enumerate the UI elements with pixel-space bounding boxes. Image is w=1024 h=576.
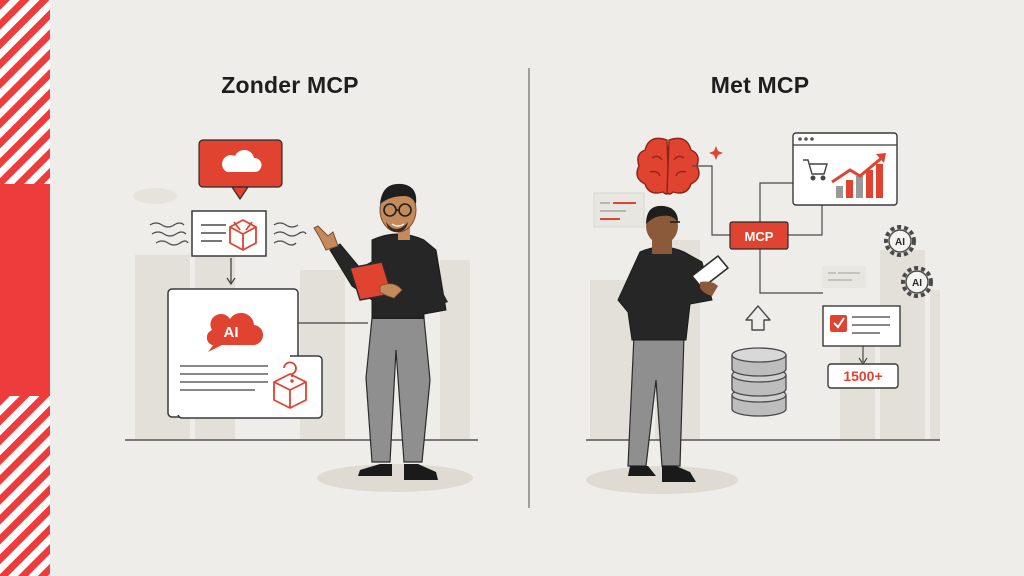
gear-label-2: AI [912, 278, 922, 289]
note-card [822, 266, 866, 288]
decorative-side-strip [0, 0, 50, 576]
cloud-speech-bubble [198, 139, 283, 200]
checkmark-icon [833, 317, 845, 329]
question-box-icon [273, 361, 307, 409]
connector-lines [692, 165, 864, 362]
ai-badge-label: AI [224, 324, 239, 341]
ai-cloud-badge: AI [206, 312, 264, 352]
right-panel-title: Met MCP [710, 72, 810, 98]
gear-icon: AI [901, 266, 933, 298]
count-badge: 1500+ [827, 363, 899, 389]
broken-box-icon [229, 219, 257, 251]
sparkle-icon [709, 146, 723, 160]
mcp-label: MCP [745, 229, 774, 244]
left-floor-shadow [317, 464, 473, 492]
gear-label-1: AI [895, 237, 905, 248]
gear-icon: AI [884, 225, 916, 257]
confusion-squiggle-icon [149, 222, 307, 246]
brain-icon [636, 137, 700, 195]
growth-chart-icon [831, 153, 886, 198]
ai-document-panel: AI [167, 288, 368, 419]
tablet-icon [691, 255, 729, 289]
count-label: 1500+ [843, 368, 882, 384]
code-document-card [593, 192, 645, 228]
checklist-card [822, 305, 901, 347]
person-with-mcp [617, 205, 729, 482]
shopping-cart-icon [803, 159, 828, 181]
mcp-box: MCP [729, 221, 789, 250]
database-icon [731, 347, 787, 417]
text-lines [180, 365, 268, 391]
browser-window [792, 132, 898, 206]
person-without-mcp [313, 183, 448, 480]
arrow-up-icon [745, 305, 771, 331]
document-card-small [191, 210, 267, 257]
left-panel-title: Zonder MCP [221, 72, 359, 98]
cloud-icon [222, 149, 262, 172]
arrow-down-icon [226, 258, 236, 286]
